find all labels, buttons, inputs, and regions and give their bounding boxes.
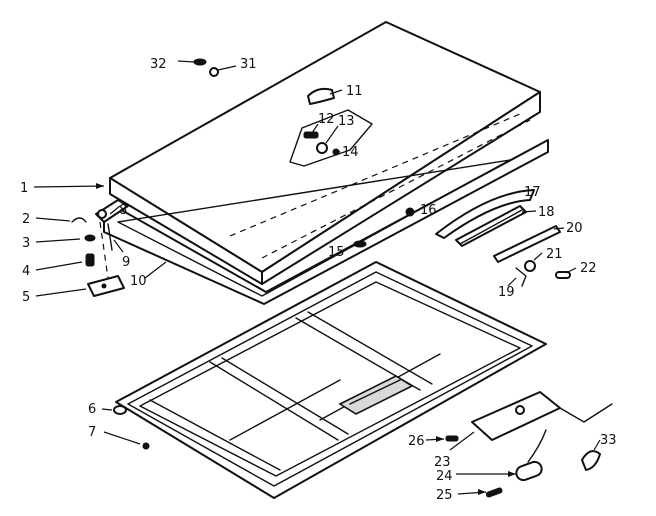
plug-33	[581, 450, 601, 471]
cabinet-inner-rim	[127, 271, 533, 487]
bulb-21	[524, 260, 536, 272]
cabinet-frame	[113, 261, 547, 499]
control-panel-23	[471, 391, 561, 441]
screw-31-32	[193, 58, 219, 77]
lock-cover-shape	[307, 87, 335, 105]
handle-base-line	[459, 209, 523, 245]
callout-7: 7	[88, 425, 96, 440]
screw-26	[445, 435, 459, 442]
washer-3	[84, 234, 96, 242]
divider-bar	[307, 311, 433, 385]
lower-right-parts	[445, 391, 613, 498]
callout-20: 20	[566, 221, 583, 236]
callout-25: 25	[436, 488, 453, 503]
washer-13	[316, 142, 328, 154]
screw-15	[353, 240, 367, 248]
callout-10: 10	[130, 274, 147, 289]
latch-plate	[338, 375, 414, 415]
panel-knob	[515, 405, 525, 415]
screw-16	[405, 207, 415, 217]
callout-19: 19	[498, 285, 515, 300]
callout-2: 2	[22, 212, 30, 227]
cabinet-inner-rim-2	[139, 281, 521, 477]
bolt-4	[85, 253, 95, 267]
hinge-axis-line	[99, 221, 109, 279]
nut-14	[332, 148, 340, 156]
hinge-6	[113, 405, 127, 415]
callout-5: 5	[22, 290, 30, 305]
callout-31: 31	[240, 57, 257, 72]
callout-labels: 1 2 3 4 5 6 7 8 9 10 11 12 13 14 15 16 1…	[20, 57, 617, 503]
callout-15: 15	[328, 245, 345, 260]
callout-13: 13	[338, 114, 355, 129]
panel-ridge	[229, 379, 341, 441]
callout-33: 33	[600, 433, 617, 448]
callout-17: 17	[524, 185, 541, 200]
callout-21: 21	[546, 247, 563, 262]
callout-22: 22	[580, 261, 597, 276]
cabinet-outer-rim	[115, 261, 547, 499]
lid-inner-liner	[103, 139, 549, 305]
spring-2	[71, 217, 87, 223]
socket-22	[555, 271, 571, 279]
callout-4: 4	[22, 264, 30, 279]
callout-12: 12	[318, 112, 335, 127]
screw-12	[303, 131, 319, 139]
lid-handle	[435, 189, 561, 263]
callout-23: 23	[434, 455, 451, 470]
callout-1: 1	[20, 181, 28, 196]
small-hardware	[353, 207, 571, 287]
left-hardware	[71, 209, 125, 297]
divider-bar	[221, 357, 349, 435]
panel-ridge	[149, 399, 281, 471]
lid-liner-rim	[117, 159, 511, 297]
clip-19	[515, 267, 527, 287]
handle-grip-17	[435, 189, 535, 239]
cord-33	[559, 403, 613, 423]
pin-8	[97, 209, 107, 219]
callout-9: 9	[122, 255, 130, 270]
part-11-lock-cover	[307, 87, 335, 105]
lock-cutout	[289, 109, 373, 167]
callout-8: 8	[119, 203, 127, 218]
plate-hole	[101, 283, 107, 289]
callout-18: 18	[538, 205, 555, 220]
lock-outline	[289, 109, 373, 167]
leader-lines	[33, 60, 601, 495]
washer-31	[209, 67, 219, 77]
latch-line	[349, 379, 401, 405]
cap-24	[515, 460, 543, 482]
callout-3: 3	[22, 236, 30, 251]
callout-11: 11	[346, 84, 363, 99]
lid-right-edge	[261, 91, 541, 285]
strip-20	[493, 225, 561, 263]
rod-9	[107, 223, 113, 251]
lid-hidden-line	[229, 113, 521, 237]
callout-24: 24	[436, 469, 453, 484]
callout-14: 14	[342, 145, 359, 160]
callout-16: 16	[420, 203, 437, 218]
divider-bar	[209, 361, 339, 441]
wire-24	[527, 429, 547, 463]
callout-32: 32	[150, 57, 167, 72]
screw-7	[142, 442, 150, 450]
callout-6: 6	[88, 402, 96, 417]
screw-32	[193, 58, 207, 66]
callout-26: 26	[408, 434, 425, 449]
screw-25	[485, 487, 503, 498]
